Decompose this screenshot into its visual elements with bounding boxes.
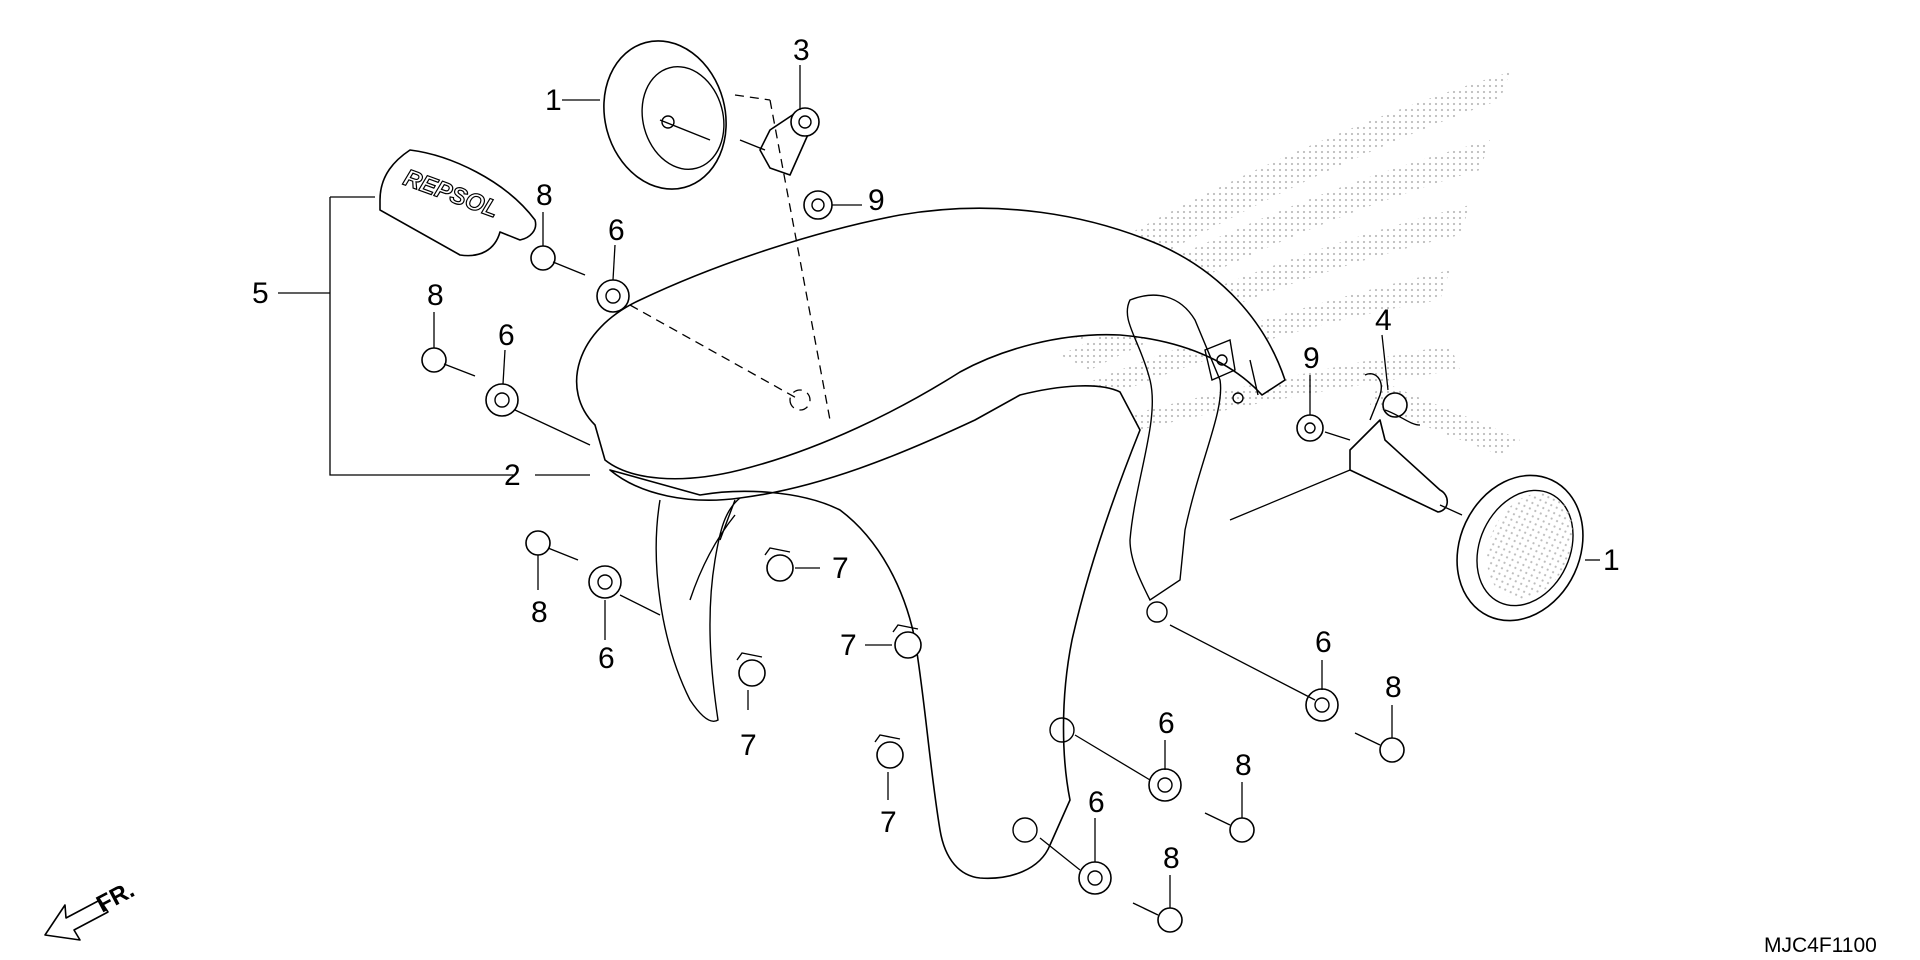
callout-6c: 6 <box>598 642 615 675</box>
grommet-6a <box>596 279 630 313</box>
collar-7d <box>874 734 904 769</box>
diagram-code: MJC4F1100 <box>1764 934 1877 957</box>
callout-8e: 8 <box>1235 749 1252 782</box>
callout-6b: 6 <box>498 319 515 352</box>
grommet-6f <box>1078 861 1112 895</box>
callout-7b: 7 <box>740 729 757 762</box>
bolt-8d <box>1354 732 1405 763</box>
bracket-left <box>739 107 820 176</box>
grommet-6b <box>485 383 519 417</box>
callout-5: 5 <box>252 277 269 310</box>
grommet-6c <box>588 565 622 599</box>
callout-1-left: 1 <box>545 84 562 117</box>
bracket-right <box>1349 373 1449 513</box>
callout-7d: 7 <box>880 806 897 839</box>
callout-8d: 8 <box>1385 671 1402 704</box>
callout-6f: 6 <box>1088 786 1105 819</box>
nut-left <box>803 190 833 220</box>
collar-7a <box>764 547 794 582</box>
grommet-6d <box>1305 688 1339 722</box>
bolt-8c <box>525 530 579 561</box>
callout-8a: 8 <box>536 179 553 212</box>
reflector-left <box>603 40 727 190</box>
callout-3: 3 <box>793 34 810 67</box>
callout-labels: 1 1 2 3 4 5 6 6 6 6 6 6 7 7 7 7 8 8 8 8 … <box>252 34 1620 875</box>
callout-4: 4 <box>1375 304 1392 337</box>
callout-9b: 9 <box>1303 342 1320 375</box>
grommet-6e <box>1148 768 1182 802</box>
callout-leaders <box>278 65 1600 908</box>
nut-right <box>1296 414 1324 442</box>
reflector-right <box>1456 474 1584 622</box>
callout-6e: 6 <box>1158 707 1175 740</box>
front-direction-indicator: FR. <box>44 876 139 941</box>
collar-7b <box>736 652 766 687</box>
callout-6d: 6 <box>1315 626 1332 659</box>
bolt-8b <box>421 347 476 377</box>
callout-7c: 7 <box>840 629 857 662</box>
assembly-lines <box>514 94 1463 871</box>
repsol-emblem: REPSOL <box>379 149 537 257</box>
callout-2: 2 <box>504 459 521 492</box>
collar-7c <box>892 624 922 659</box>
callout-8b: 8 <box>427 279 444 312</box>
callout-9a: 9 <box>868 184 885 217</box>
bolt-8a <box>530 245 586 276</box>
front-fender <box>575 207 1286 880</box>
bolt-8f <box>1132 902 1183 933</box>
callout-7a: 7 <box>832 552 849 585</box>
callout-6a: 6 <box>608 214 625 247</box>
callout-8f: 8 <box>1163 842 1180 875</box>
bolt-8e <box>1204 812 1255 843</box>
callout-1-right: 1 <box>1603 544 1620 577</box>
callout-8c: 8 <box>531 596 548 629</box>
